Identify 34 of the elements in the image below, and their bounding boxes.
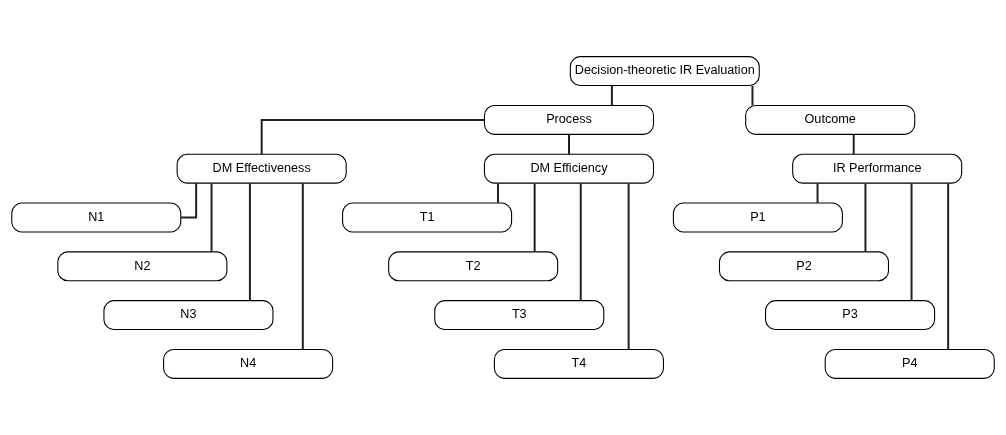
node-box: Outcome [745,104,916,135]
connector [301,182,304,351]
connector [816,182,819,204]
node-box: Decision-theoretic IR Evaluation [569,56,760,87]
node-box: N1 [11,202,182,233]
node-box: DM Effectiveness [176,153,347,184]
connector [210,182,213,253]
node-box: T2 [388,251,559,282]
connector [568,133,570,156]
connector [533,182,536,253]
node-box: P1 [672,202,843,233]
node-box: Process [483,104,655,135]
node-box: N3 [103,300,274,331]
node-box: P2 [718,251,890,282]
connector [610,84,613,107]
node-box: DM Efficiency [483,153,655,184]
node-box: T1 [342,202,513,233]
connector [579,182,582,302]
node-box: N2 [57,251,228,282]
node-box: T3 [434,300,605,331]
node-box: P3 [765,300,936,331]
connector [751,84,754,107]
node-box: P4 [824,348,995,379]
connector [260,118,486,156]
node-box: N4 [163,348,334,379]
connector [497,182,500,204]
connector [864,182,867,253]
node-box: T4 [493,348,664,379]
connector [248,182,251,302]
node-box: IR Performance [792,153,963,184]
connector [627,182,630,351]
connector [852,133,855,156]
connector [947,182,950,351]
connector [910,182,913,302]
